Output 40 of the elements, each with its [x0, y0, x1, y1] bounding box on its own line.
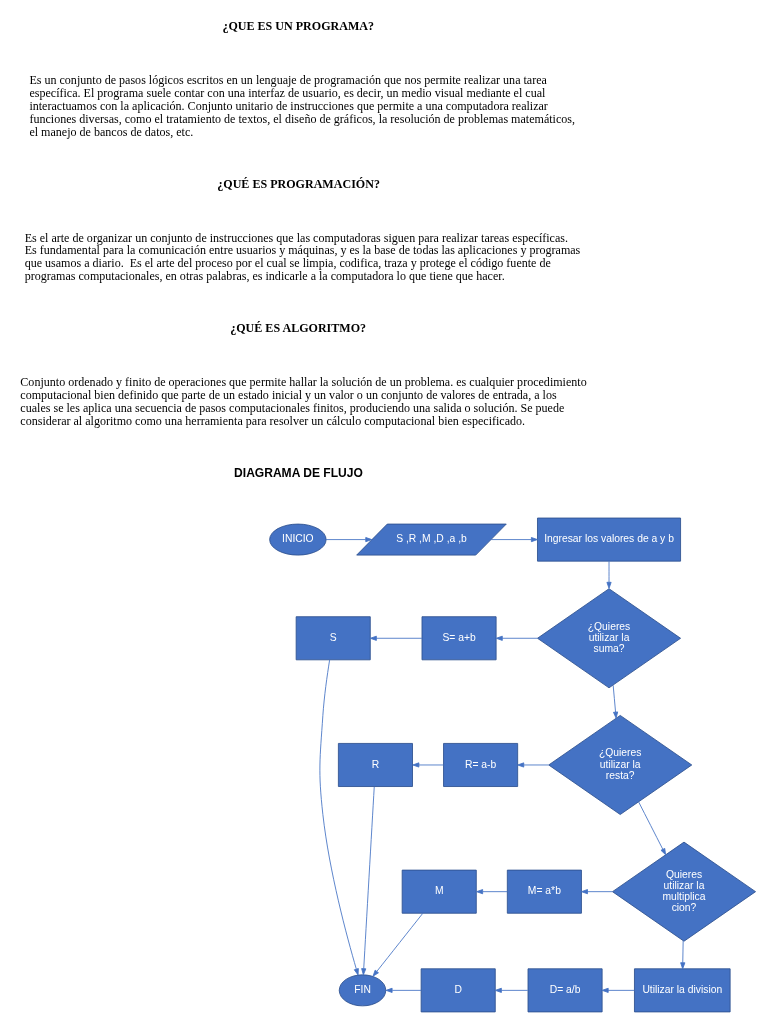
node-box: S: [295, 616, 371, 661]
label: ¿QUÉ ES ALGORITMO?: [229, 321, 366, 336]
node-ellipse: FIN: [338, 974, 386, 1007]
node-box: M= a*b: [506, 869, 582, 914]
node-ellipse: INICIO: [268, 523, 327, 556]
node-box: R: [337, 743, 413, 787]
arrow: [490, 537, 538, 543]
node-box: D= a/b: [527, 968, 603, 1013]
arrow: [612, 684, 618, 719]
node-box: Ingresar los valores de a y b: [536, 517, 681, 562]
label: Es un conjunto de pasos lógicos escritos en un lenguaje de programación que nos permite realizar una tarea específica. El programa suele contar con una interfaz de usuario, es decir, un medio visual mediante el cual interactuamos con la aplicación. Conjunto unitario de instrucciones que permite a una computadora realizar funciones diversas, como el tratamiento de textos, el diseño de gráficos, la resolución de problemas matemáticos, el manejo de bancos de datos, etc.: [28, 72, 575, 139]
arrow: [601, 987, 635, 993]
node-diamond: ¿Quieres utilizar la resta?: [547, 715, 692, 815]
node-box: S= a+b: [421, 616, 497, 661]
node-box: R= a-b: [442, 743, 518, 787]
label: Es el arte de organizar un conjunto de instrucciones que las computadoras siguen para realizar tareas específicas. Es fundamental para la comunicación entre usuarios y máquinas, y es la base de todas las aplicaciones y programas que usamos a diario. Es el arte del proceso por el cual se limpia, codifica, traza y protege el código fuente de programas computacionales, en otras palabras, es indicarle a la computadora lo que tiene que hacer.: [24, 230, 580, 284]
arrow: [411, 762, 444, 768]
label: DIAGRAMA DE FLUJO: [233, 466, 363, 481]
arrow: [580, 889, 613, 895]
arrow: [475, 889, 508, 895]
arrow: [516, 762, 549, 768]
node-box: Utilizar la division: [633, 968, 731, 1013]
arrow: [494, 987, 528, 993]
node-box: D: [420, 968, 496, 1013]
node-diamond: Quieres utilizar la multiplica cion?: [611, 841, 756, 942]
arrow: [606, 560, 612, 589]
label: ¿QUÉ ES PROGRAMACIÓN?: [216, 176, 380, 191]
arrow: [372, 912, 423, 977]
arrow: [318, 659, 359, 976]
arrow: [369, 635, 422, 641]
arrow: [679, 940, 685, 970]
label: ¿QUE ES UN PROGRAMA?: [221, 18, 374, 33]
arrow: [385, 987, 421, 993]
node-box: M: [401, 869, 477, 914]
arrow: [495, 635, 538, 641]
label: Conjunto ordenado y finito de operaciones que permite hallar la solución de un problema. es cualquier procedimiento computacional bien definido que parte de un estado inicial y un valor o un conjunto de valores de entrada, a los cuales se les aplica una secuencia de pasos computacionales finitos, produciendo una salida o solución. Se puede considerar al algoritmo como una herramienta para resolver un cálculo computacional bien especificado.: [19, 375, 587, 429]
node-diamond: ¿Quieres utilizar la suma?: [536, 588, 681, 689]
arrow: [637, 801, 666, 856]
arrow: [360, 786, 375, 976]
arrow: [325, 537, 372, 543]
